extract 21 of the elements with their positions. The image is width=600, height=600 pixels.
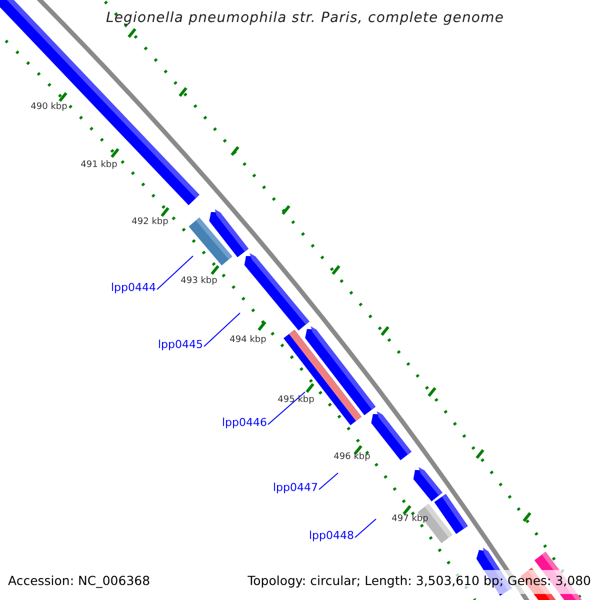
leader-line — [318, 472, 338, 490]
gene-label: lpp0444 — [110, 282, 156, 292]
chart-title: Legionella pneumophila str. Paris, complete genome — [106, 11, 504, 25]
accession-text: Accession: NC_006368 — [8, 574, 150, 588]
scale-label: 493 kbp — [180, 276, 218, 286]
scale-label: 496 kbp — [334, 452, 370, 462]
leader-line — [156, 256, 194, 290]
gene-label: lpp0447 — [272, 482, 318, 492]
leader-line — [268, 392, 306, 425]
gene-label: lpp0448 — [308, 530, 354, 540]
scale-label: 490 kbp — [30, 102, 68, 112]
summary-text: Topology: circular; Length: 3,503,610 bp; Genes: 3,080 — [248, 574, 591, 588]
scale-label: 492 kbp — [132, 218, 168, 226]
leader-line — [354, 518, 376, 538]
gene-label: lpp0445 — [158, 338, 203, 350]
scale-label: 494 kbp — [230, 336, 266, 344]
leader-line — [204, 312, 240, 347]
scale-label: 495 kbp — [278, 396, 314, 404]
scale-label: 497 kbp — [392, 514, 428, 524]
scale-label: 491 kbp — [80, 160, 118, 170]
gene-label: lpp0446 — [222, 416, 267, 428]
